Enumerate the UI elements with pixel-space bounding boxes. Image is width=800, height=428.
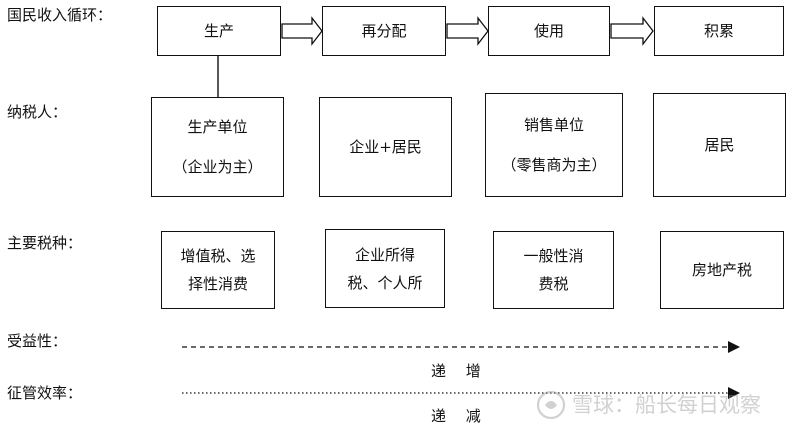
tax-line2: 择性消费 (187, 275, 248, 293)
stage-label: 积累 (703, 22, 734, 40)
stage-box-production: 生产 (157, 6, 281, 56)
taxpayer-box-sales-units: 销售单位 （零售商为主） (485, 93, 623, 197)
tax-box-general-consumption: 一般性消 费税 (493, 231, 614, 309)
stage-label: 再分配 (361, 22, 407, 40)
tax-line1: 增值税、选 (180, 247, 256, 265)
row-label-benefit: 受益性： (7, 332, 68, 350)
tax-box-income-taxes: 企业所得 税、个人所 (325, 229, 445, 308)
efficiency-trend-label: 递 减 (431, 407, 481, 425)
row-label-cycle: 国民收入循环： (7, 6, 113, 24)
tax-line1: 一般性消 (523, 247, 584, 265)
stage-label: 生产 (203, 22, 234, 40)
taxpayer-line2: （零售商为主） (501, 156, 607, 174)
stage-box-accumulation: 积累 (654, 6, 784, 56)
taxpayer-line1: 销售单位 (523, 116, 584, 134)
row-label-efficiency: 征管效率： (7, 384, 83, 402)
row-label-tax-types: 主要税种： (7, 234, 83, 252)
efficiency-arrowhead (728, 387, 740, 399)
taxpayer-line2: （企业为主） (172, 158, 263, 176)
taxpayer-box-production-units: 生产单位 （企业为主） (151, 97, 284, 197)
tax-line2: 费税 (538, 275, 569, 293)
tax-line1: 企业所得 (354, 245, 415, 264)
snowball-logo-icon (536, 390, 566, 420)
tax-line2: 税、个人所 (347, 273, 423, 292)
taxpayer-line1: 生产单位 (187, 118, 248, 136)
taxpayer-box-residents: 居民 (653, 93, 786, 197)
taxpayer-line1: 居民 (704, 136, 735, 154)
stage-box-use: 使用 (488, 6, 610, 56)
watermark: 雪球：船长每日观察 (536, 388, 798, 422)
benefit-trend-label: 递 增 (431, 362, 481, 380)
stage-label: 使用 (533, 22, 564, 40)
benefit-arrowhead (728, 341, 740, 353)
tax-line1: 房地产税 (691, 261, 752, 279)
tax-box-vat-excise: 增值税、选 择性消费 (161, 231, 275, 309)
row-label-taxpayer: 纳税人： (7, 103, 68, 121)
stage-arrow-2 (446, 16, 489, 46)
taxpayer-line1: 企业+居民 (349, 138, 422, 156)
taxpayer-box-enterprise-resident: 企业+居民 (319, 97, 452, 197)
watermark-text: 雪球：船长每日观察 (572, 393, 761, 417)
stage-arrow-3 (610, 16, 654, 46)
tax-box-property: 房地产税 (660, 231, 784, 309)
stage-box-redistribution: 再分配 (322, 6, 446, 56)
stage-arrow-1 (281, 16, 323, 46)
